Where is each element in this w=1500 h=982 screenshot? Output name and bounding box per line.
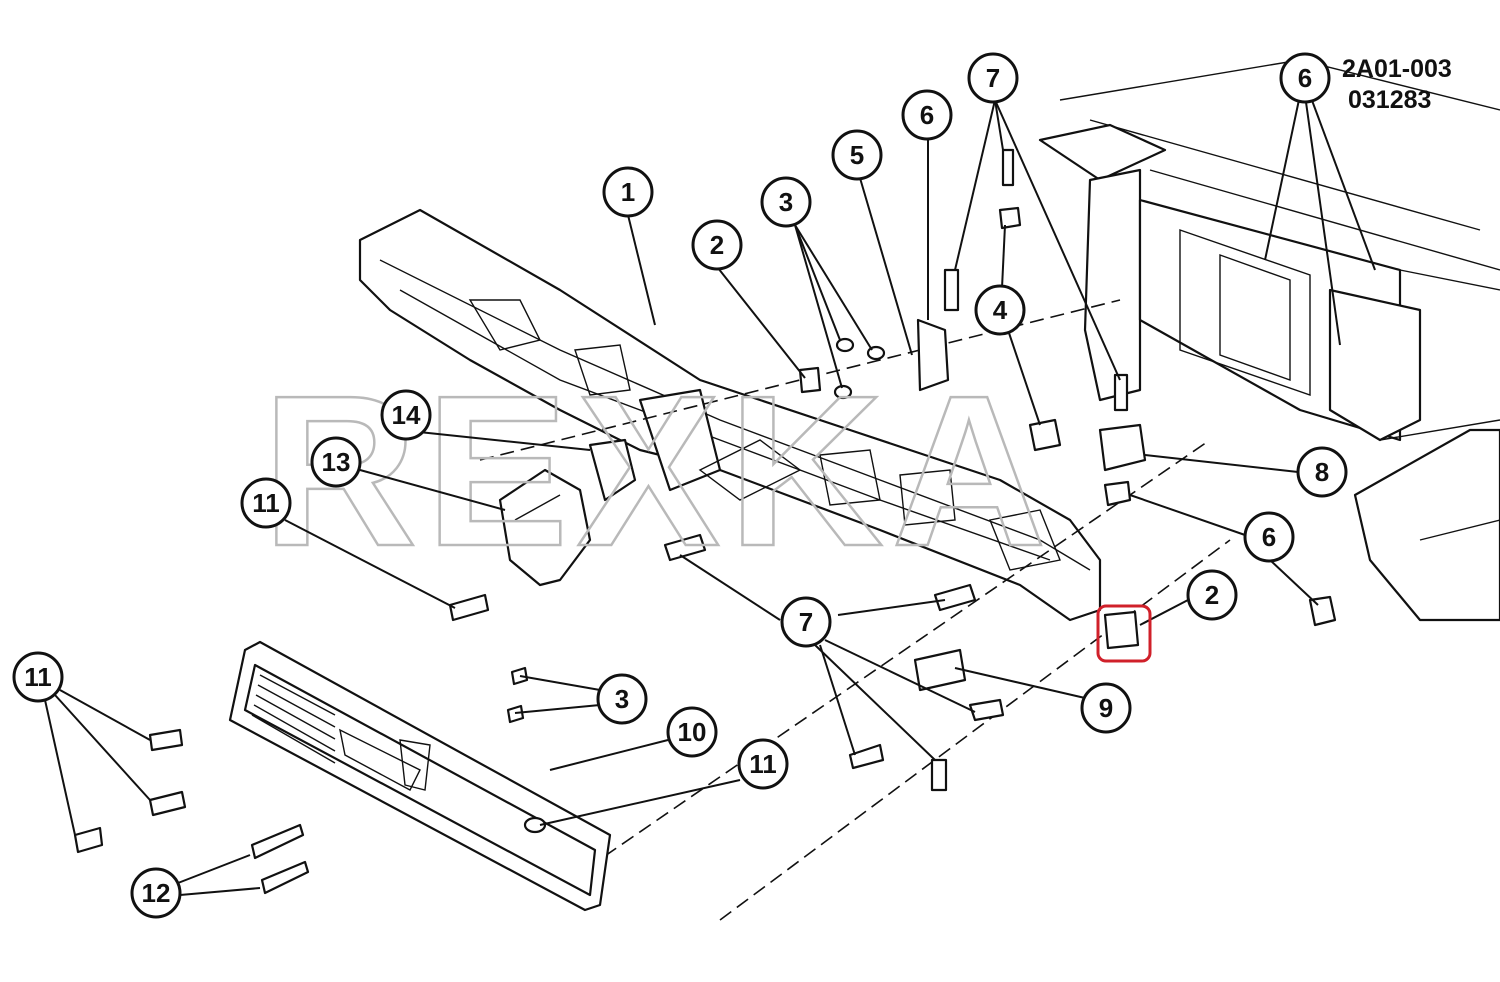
callout-11-label: 11 <box>252 488 280 518</box>
callout-10-label: 10 <box>678 717 707 747</box>
callout-9: 9 <box>1080 682 1132 734</box>
callout-14: 14 <box>380 389 432 441</box>
callout-4-label: 4 <box>993 295 1008 325</box>
leader-lines <box>44 94 1376 896</box>
callout-3-label: 3 <box>779 187 793 217</box>
callout-8: 8 <box>1296 446 1348 498</box>
callout-7: 7 <box>780 596 832 648</box>
callout-6-label: 6 <box>1262 522 1276 552</box>
callout-2-label: 2 <box>1205 580 1219 610</box>
drawing-code-line1: 2A01-003 <box>1342 55 1452 83</box>
side-marker-lamp <box>498 468 592 587</box>
marker-bracket <box>588 438 637 502</box>
callout-12-label: 12 <box>142 878 171 908</box>
callout-2-label: 2 <box>710 230 724 260</box>
callout-13: 13 <box>310 436 362 488</box>
callout-6-label: 6 <box>920 100 934 130</box>
callout-14-label: 14 <box>392 400 421 430</box>
highlight-box <box>1096 604 1152 663</box>
callout-13-label: 13 <box>322 447 351 477</box>
callout-3-label: 3 <box>615 684 629 714</box>
callout-10: 10 <box>666 706 718 758</box>
callout-4: 4 <box>974 284 1026 336</box>
callout-6: 6 <box>1243 511 1295 563</box>
callout-11-label: 11 <box>24 662 52 692</box>
callout-3: 3 <box>596 673 648 725</box>
headlamp-bezel <box>228 640 612 912</box>
callout-6: 6 <box>1279 52 1331 104</box>
drawing-code-line2: 031283 <box>1348 86 1431 114</box>
callout-1-label: 1 <box>621 177 635 207</box>
watermark: REXKA <box>262 350 1055 591</box>
callout-5-label: 5 <box>850 140 864 170</box>
callout-11: 11 <box>12 651 64 703</box>
radiator-support-bracket <box>358 208 1102 622</box>
callout-7-label: 7 <box>799 607 813 637</box>
callout-7-label: 7 <box>986 63 1000 93</box>
callout-9-label: 9 <box>1099 693 1113 723</box>
callout-11: 11 <box>240 477 292 529</box>
callout-3: 3 <box>760 176 812 228</box>
callout-6-label: 6 <box>1298 63 1312 93</box>
callout-5: 5 <box>831 129 883 181</box>
alignment-line <box>719 539 1231 921</box>
callout-8-label: 8 <box>1315 457 1329 487</box>
vehicle-body-structure <box>1038 59 1500 622</box>
fasteners <box>73 148 1337 895</box>
callout-2: 2 <box>1186 569 1238 621</box>
alignment-line <box>569 439 1211 881</box>
callout-12: 12 <box>130 867 182 919</box>
callout-6: 6 <box>901 89 953 141</box>
callout-2: 2 <box>691 219 743 271</box>
callout-1: 1 <box>602 166 654 218</box>
callout-7: 7 <box>967 52 1019 104</box>
callout-11-label: 11 <box>749 749 777 779</box>
callout-11: 11 <box>737 738 789 790</box>
